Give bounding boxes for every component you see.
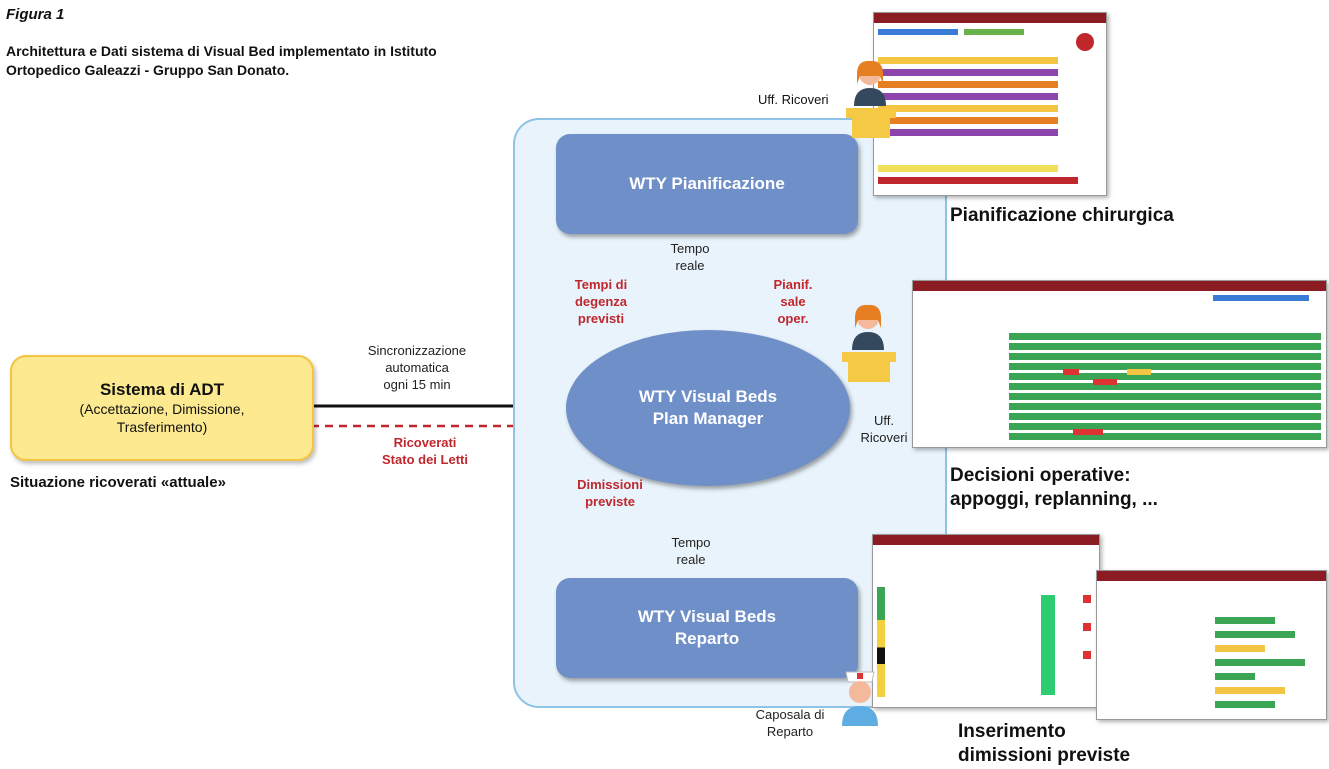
screenshot-pianificazione: [873, 12, 1107, 196]
uff-ricoveri-top-label: Uff. Ricoveri: [758, 92, 829, 107]
uff-ricoveri-mid-person-icon: [842, 304, 896, 382]
pianif-sale-label: Pianif. sale oper.: [768, 276, 818, 327]
tempo-top-line2: reale: [675, 258, 705, 273]
uff-ricoveri-mid-label: Uff. Ricoveri: [856, 412, 912, 446]
caption-inserimento: Inserimento dimissioni previste: [958, 720, 1130, 768]
uff-mid-line1: Uff.: [874, 413, 894, 428]
adt-title: Sistema di ADT: [99, 380, 225, 399]
node-plan-manager: WTY Visual Beds Plan Manager: [566, 330, 850, 486]
sync-line2: automatica: [385, 360, 449, 375]
ricoverati-line1: Ricoverati: [393, 435, 457, 450]
degenza-line1: Tempi di: [574, 277, 628, 292]
reparto-line1: WTY Visual Beds: [637, 607, 777, 626]
node-pianificazione-label: WTY Pianificazione: [629, 174, 785, 193]
reparto-line2: Reparto: [674, 629, 740, 648]
dimissioni-line1: Dimissioni: [577, 477, 643, 492]
sync-line1: Sincronizzazione: [367, 343, 467, 358]
decisioni-line1: Decisioni operative:: [950, 465, 1131, 486]
plan-manager-line1: WTY Visual Beds: [638, 387, 778, 406]
dimissioni-line2: previste: [585, 494, 635, 509]
tempo-reale-bottom-label: Tempo reale: [666, 534, 716, 568]
tempi-degenza-label: Tempi di degenza previsti: [556, 276, 646, 327]
plan-manager-line2: Plan Manager: [652, 409, 764, 428]
caposala-nurse-icon: [842, 671, 878, 726]
caption-decisioni: Decisioni operative: appoggi, replanning…: [950, 464, 1158, 512]
sync-line3: ogni 15 min: [383, 377, 451, 392]
caposala-label: Caposala di Reparto: [748, 706, 832, 740]
adt-subtitle: (Accettazione, Dimissione, Trasferimento…: [79, 401, 245, 435]
caption-pianificazione-chirurgica: Pianificazione chirurgica: [950, 205, 1174, 226]
degenza-line2: degenza: [574, 294, 627, 309]
tempo-bottom-line1: Tempo: [671, 535, 711, 550]
screenshot-reparto: [872, 534, 1100, 708]
sale-line2: sale: [780, 294, 806, 309]
inserimento-line2: dimissioni previste: [958, 745, 1131, 766]
figure-label: Figura 1: [6, 6, 65, 23]
uff-mid-line2: Ricoveri: [860, 430, 908, 445]
situazione-label: Situazione ricoverati «attuale»: [10, 474, 226, 491]
sale-line3: oper.: [777, 311, 809, 326]
degenza-line3: previsti: [577, 311, 625, 326]
node-adt: Sistema di ADT (Accettazione, Dimissione…: [10, 355, 314, 461]
screenshot-reparto-gantt: [1096, 570, 1327, 720]
decisioni-line2: appoggi, replanning, ...: [950, 489, 1158, 510]
sync-label: Sincronizzazione automatica ogni 15 min: [352, 342, 482, 393]
ricoverati-line2: Stato dei Letti: [382, 452, 468, 467]
inserimento-line1: Inserimento: [958, 721, 1066, 742]
caposala-line1: Caposala di: [755, 707, 825, 722]
screenshot-decisioni: [912, 280, 1327, 448]
tempo-top-line1: Tempo: [670, 241, 710, 256]
tempo-reale-top-label: Tempo reale: [668, 240, 712, 274]
figure-title: Architettura e Dati sistema di Visual Be…: [6, 43, 437, 78]
node-pianificazione: WTY Pianificazione: [556, 134, 858, 234]
caposala-line2: Reparto: [766, 724, 814, 739]
sale-line1: Pianif.: [773, 277, 813, 292]
ricoverati-label: Ricoverati Stato dei Letti: [360, 434, 490, 468]
node-reparto: WTY Visual Beds Reparto: [556, 578, 858, 678]
dimissioni-label: Dimissioni previste: [560, 476, 660, 510]
uff-ricoveri-top-person-icon: [846, 60, 896, 138]
tempo-bottom-line2: reale: [676, 552, 706, 567]
